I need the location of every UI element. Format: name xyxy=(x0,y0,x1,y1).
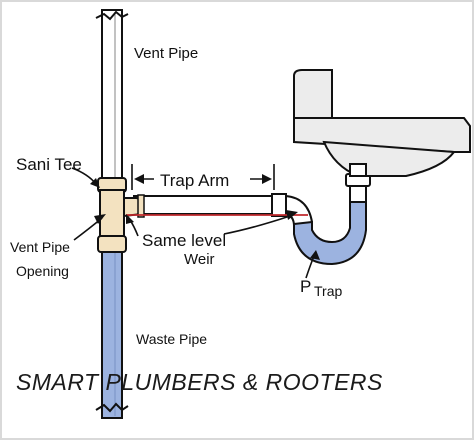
trap-arm-dimension xyxy=(131,164,275,190)
bottom-break-mark xyxy=(95,402,129,413)
vent-pipe xyxy=(101,9,123,181)
trap-arm-label: Trap Arm xyxy=(160,171,229,190)
leader-arrows xyxy=(71,167,320,279)
p-trap-label-trap: Trap xyxy=(314,283,342,299)
p-trap-label-p: P xyxy=(300,277,311,296)
waste-pipe-label: Waste Pipe xyxy=(136,331,207,347)
vent-pipe-opening-label-line1: Vent Pipe xyxy=(10,239,70,255)
p-trap xyxy=(285,173,371,266)
sani-tee-label: Sani Tee xyxy=(16,155,82,174)
vent-pipe-opening-label-line2: Opening xyxy=(16,263,69,279)
weir-label: Weir xyxy=(184,251,215,268)
same-level-label: Same level xyxy=(142,231,226,250)
top-break-mark xyxy=(95,10,129,21)
vent-pipe-label: Vent Pipe xyxy=(134,45,198,62)
trap-water xyxy=(293,199,367,266)
sani-tee-fitting xyxy=(97,177,145,253)
sink xyxy=(293,69,471,177)
company-name-footer: SMART PLUMBERS & ROOTERS xyxy=(16,369,383,395)
same-level-arrow-right xyxy=(223,215,291,235)
trap-arm-pipe xyxy=(133,193,287,217)
vertical-stack xyxy=(95,9,129,419)
